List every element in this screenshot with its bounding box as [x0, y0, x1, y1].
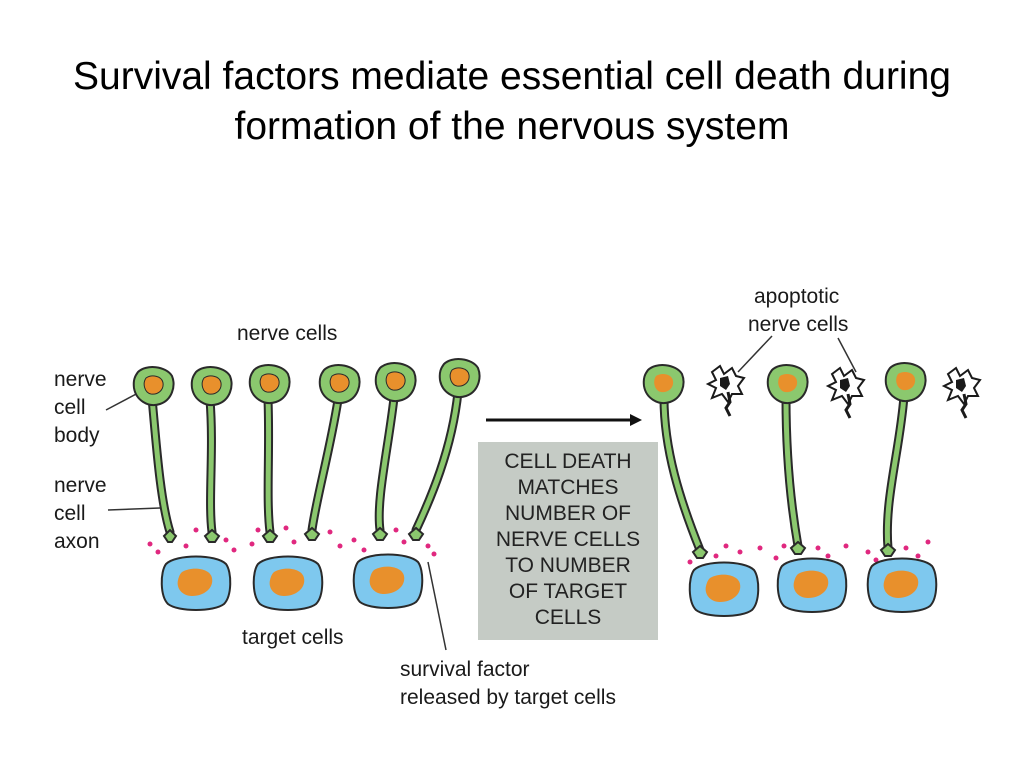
target-cell	[776, 557, 848, 613]
leader-line-axon	[107, 507, 161, 511]
apoptotic-cell	[706, 364, 746, 418]
box-line-4: NERVE CELLS	[496, 528, 640, 551]
nerve-cell-body	[438, 358, 481, 399]
leader-line-apoptotic-1	[737, 335, 773, 373]
label-target-cells: target cells	[242, 626, 344, 649]
leader-line-body	[105, 391, 141, 411]
nerve-cell-body	[642, 364, 685, 405]
slide-title: Survival factors mediate essential cell …	[73, 55, 951, 148]
nerve-cell-body	[248, 364, 291, 405]
label-nerve-cell-body-2: cell	[54, 396, 86, 419]
left-target-cells	[160, 553, 424, 611]
label-survival-factor-2: released by target cells	[400, 686, 616, 709]
right-axon-terminals	[691, 540, 897, 559]
nerve-cell-body	[884, 362, 927, 403]
left-neurons	[132, 358, 481, 537]
leader-line-survival	[427, 561, 447, 651]
label-nerve-cell-body-3: body	[54, 424, 100, 447]
label-nerve-cell-axon-1: nerve	[54, 474, 107, 497]
apoptotic-cell	[942, 366, 982, 420]
label-nerve-cell-axon-3: axon	[54, 530, 100, 553]
nerve-cell-body	[132, 366, 175, 407]
box-line-3: NUMBER OF	[505, 502, 631, 525]
apoptotic-cell	[826, 366, 866, 420]
label-apoptotic-2: nerve cells	[748, 313, 848, 336]
box-line-6: OF TARGET	[509, 580, 627, 603]
box-line-2: MATCHES	[517, 476, 618, 499]
label-nerve-cell-body-1: nerve	[54, 368, 107, 391]
cell-death-box: CELL DEATH MATCHES NUMBER OF NERVE CELLS…	[478, 442, 658, 640]
label-apoptotic-1: apoptotic	[754, 285, 839, 308]
survival-factor-dots-left	[147, 525, 437, 557]
box-line-1: CELL DEATH	[504, 450, 631, 473]
right-target-cells	[688, 557, 938, 617]
target-cell	[252, 555, 324, 611]
target-cell	[866, 557, 938, 613]
process-arrow	[486, 414, 642, 426]
nerve-cell-body	[318, 364, 361, 405]
right-neurons	[642, 362, 927, 555]
target-cell	[160, 555, 232, 611]
box-line-5: TO NUMBER	[505, 554, 631, 577]
target-cell	[688, 561, 760, 617]
nerve-cell-body	[190, 366, 233, 407]
leader-line-apoptotic-2	[837, 337, 857, 373]
left-axon-terminals	[162, 526, 425, 543]
label-survival-factor-1: survival factor	[400, 658, 530, 681]
box-line-7: CELLS	[535, 606, 602, 629]
apoptotic-cells	[706, 364, 982, 420]
nerve-cell-body	[766, 364, 809, 405]
survival-factor-dots-right	[687, 539, 931, 565]
label-nerve-cells: nerve cells	[237, 322, 337, 345]
label-nerve-cell-axon-2: cell	[54, 502, 86, 525]
target-cell	[352, 553, 424, 609]
nerve-cell-body	[374, 362, 417, 403]
